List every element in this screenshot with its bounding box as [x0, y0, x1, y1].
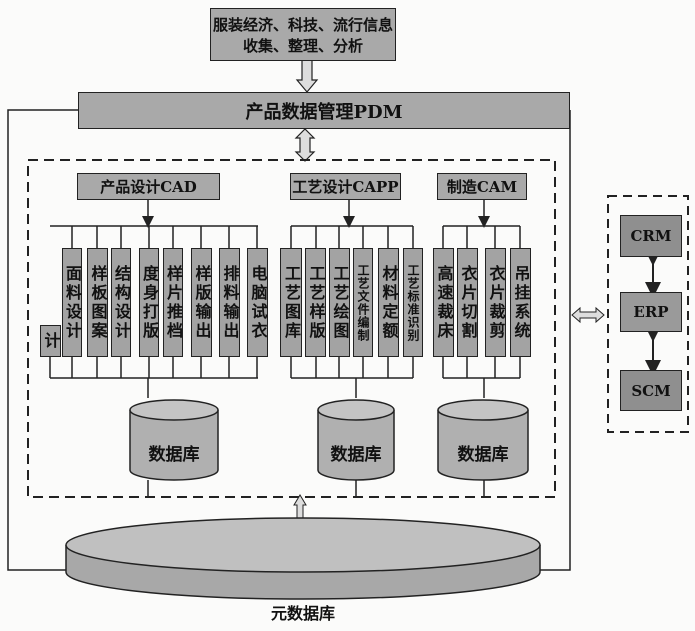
meta-database-disk: [65, 517, 541, 600]
enterprise-dashed-container: [607, 195, 689, 433]
cam-database-label: 数据库: [457, 445, 509, 465]
cad-module: 面料设计: [62, 248, 82, 357]
capp-header: 工艺设计CAPP: [290, 173, 401, 200]
cam-module: 衣片裁剪: [485, 248, 506, 357]
cam-database-cylinder: [437, 399, 529, 481]
dashed-container: [27, 159, 556, 498]
crm-label: CRM: [630, 227, 672, 245]
scm-box: SCM: [620, 370, 682, 411]
cam-header: 制造CAM: [437, 173, 527, 200]
down-arrow: [295, 59, 319, 93]
up-arrow: [293, 494, 307, 521]
cad-module: 排料输出: [219, 248, 240, 357]
double-arrow-pdm: [294, 128, 316, 162]
cad-module: 样板图案: [87, 248, 108, 357]
cam-module: 吊挂系统: [510, 248, 531, 357]
info-line-2: 收集、整理、分析: [242, 36, 363, 55]
cam-module: 衣片切割: [457, 248, 478, 357]
scm-label: SCM: [631, 381, 671, 400]
cam-module: 高速裁床: [433, 248, 454, 357]
cad-module: 结构设计: [111, 248, 131, 357]
crm-box: CRM: [620, 215, 682, 257]
capp-database-cylinder: [317, 399, 395, 481]
erp-box: ERP: [620, 292, 682, 332]
cad-module: 度身打版: [139, 248, 159, 357]
cad-module: 样片推档: [163, 248, 183, 357]
cad-database-label: 数据库: [148, 445, 200, 465]
meta-database-label: 元数据库: [270, 604, 335, 623]
capp-module: 工艺标准识别: [403, 248, 423, 357]
cad-header: 产品设计CAD: [77, 173, 220, 200]
info-collection-box: 服装经济、科技、流行信息 收集、整理、分析: [210, 8, 396, 61]
horizontal-double-arrow: [571, 306, 605, 324]
capp-module: 工艺图库: [280, 248, 302, 357]
pdm-bar: 产品数据管理PDM: [78, 92, 570, 129]
cad-module: 样版输出: [191, 248, 212, 357]
info-line-1: 服装经济、科技、流行信息: [212, 15, 393, 34]
capp-module: 工艺文件编制: [353, 248, 373, 357]
capp-title: 工艺设计CAPP: [292, 178, 399, 196]
capp-module: 工艺绘图: [329, 248, 350, 357]
erp-label: ERP: [633, 303, 669, 321]
pdm-label: 产品数据管理PDM: [245, 101, 403, 123]
capp-module: 工艺样版: [305, 248, 326, 357]
capp-database-label: 数据库: [330, 445, 382, 465]
capp-module: 材料定额: [378, 248, 399, 357]
cad-module: 计: [40, 325, 61, 357]
cam-title: 制造CAM: [446, 178, 518, 196]
cad-database-cylinder: [129, 399, 219, 481]
cad-module: 电脑试衣: [247, 248, 268, 357]
cad-title: 产品设计CAD: [100, 178, 197, 196]
